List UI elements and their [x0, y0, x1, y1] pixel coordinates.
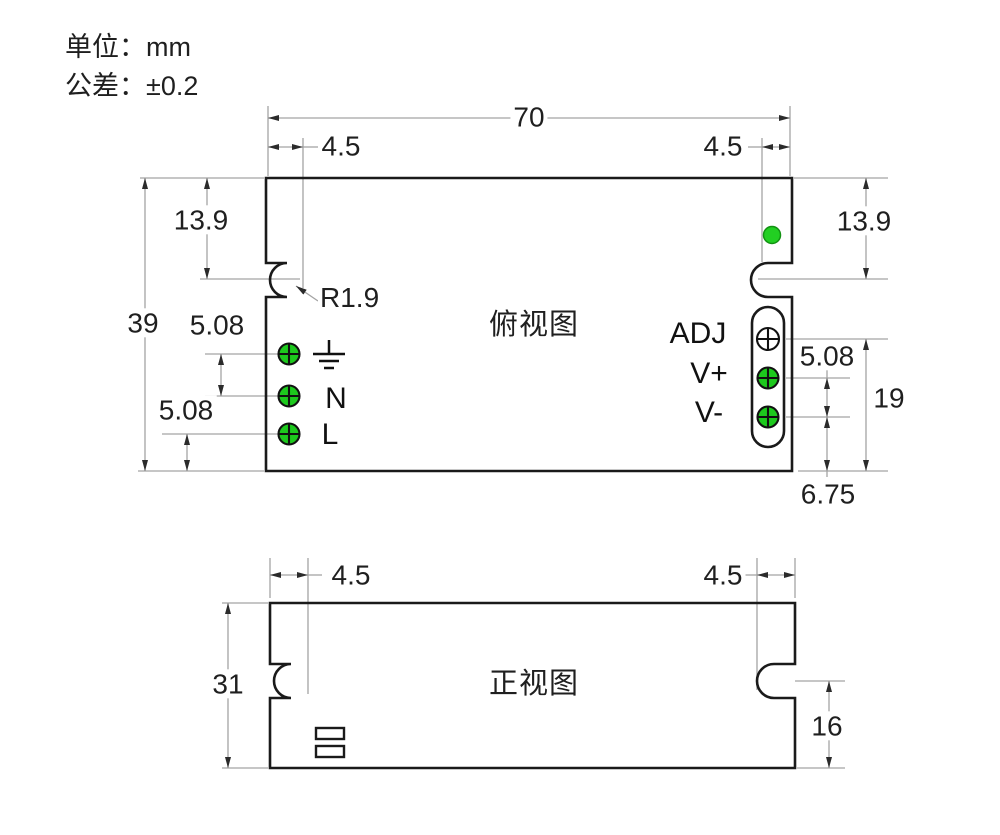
- power-led-icon: [762, 225, 782, 245]
- dim-notch-offset-left-top: 4.5: [318, 131, 364, 161]
- front-slot-bottom: [314, 744, 346, 759]
- dim-input-pitch-upper: 5.08: [186, 310, 248, 340]
- terminal-label-vminus: V-: [694, 396, 724, 429]
- dim-lines-front-offset-left: [269, 558, 322, 694]
- front-view-title: 正视图: [488, 668, 580, 700]
- terminal-label-neutral: N: [325, 382, 347, 415]
- dim-output-span: 19: [870, 383, 908, 413]
- dim-front-offset-right: 4.5: [700, 560, 746, 590]
- dim-overall-height: 39: [124, 308, 162, 338]
- screw-terminal-neutral: [277, 384, 301, 408]
- input-screw-terminals: [277, 342, 301, 446]
- tolerance-note: 公差：±0.2: [65, 71, 199, 101]
- dim-notch-from-top-right: 13.9: [833, 206, 895, 236]
- dim-lines-output-terminals: [786, 338, 888, 477]
- dim-input-pitch-lower: 5.08: [155, 395, 217, 425]
- terminal-label-vplus: V+: [690, 357, 728, 390]
- dim-output-bottom-offset: 6.75: [797, 479, 859, 509]
- dim-lines-input-pitch-lower: [162, 433, 280, 471]
- screw-terminal-ground: [277, 342, 301, 366]
- unit-note: 单位：mm: [65, 32, 191, 62]
- screw-terminal-live: [277, 422, 301, 446]
- front-view-outline: [268, 601, 797, 770]
- front-slot-top: [314, 726, 346, 741]
- dim-front-notch-bottom: 16: [808, 711, 846, 741]
- dim-lines-input-pitch-upper: [205, 353, 280, 397]
- terminal-label-adj: ADJ: [669, 317, 727, 350]
- screw-terminal-vminus: [756, 405, 780, 429]
- screw-terminal-adj: [755, 326, 781, 352]
- terminal-label-live: L: [321, 418, 339, 451]
- dim-overall-width: 70: [510, 102, 548, 132]
- earth-ground-symbol-icon: [313, 340, 345, 370]
- dim-notch-from-top-left: 13.9: [170, 205, 232, 235]
- dim-notch-radius: R1.9: [318, 282, 382, 314]
- output-screw-terminals: [755, 326, 781, 429]
- dim-lines-notch-offset-left-top: [268, 138, 318, 288]
- dim-lines-front-offset-right: [743, 558, 796, 690]
- top-view-outline: [264, 176, 794, 473]
- dim-notch-offset-right-top: 4.5: [700, 131, 746, 161]
- top-view-title: 俯视图: [488, 309, 580, 341]
- dim-output-pitch: 5.08: [796, 341, 858, 371]
- dim-front-offset-left: 4.5: [328, 560, 374, 590]
- notch-radius-leader: [295, 285, 319, 302]
- dim-lines-notch-offset-right-top: [748, 138, 790, 262]
- screw-terminal-vplus: [756, 366, 780, 390]
- dim-front-height: 31: [209, 669, 247, 699]
